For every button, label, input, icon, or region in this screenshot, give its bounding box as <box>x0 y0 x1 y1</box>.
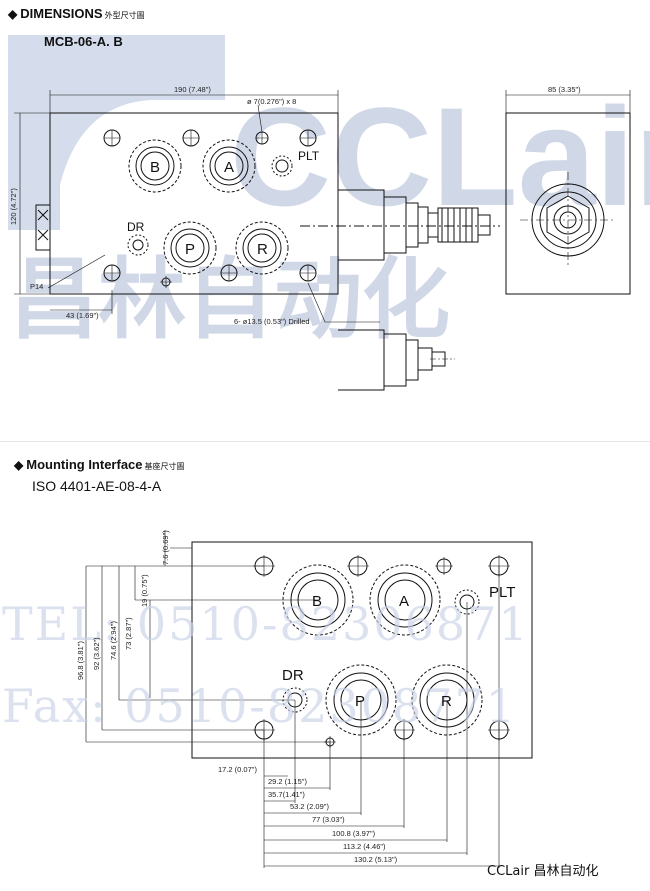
top-port-label-plt: PLT <box>298 149 320 163</box>
hdim-35-7: 35.7(1.41") <box>268 790 305 799</box>
solenoid-detail-drawing <box>338 329 455 391</box>
dim-height: 120 (4.72") <box>9 188 18 225</box>
hdim-130-2: 130.2 (5.13") <box>354 855 398 864</box>
vertical-dimension-lines <box>85 530 330 743</box>
footer-brand: CCLair 昌林自动化 <box>487 864 599 879</box>
dim-offset: 43 (1.69") <box>66 311 99 320</box>
mount-port-label-plt: PLT <box>489 584 515 601</box>
dim-pin-hole: ø 7(0.276") x 8 <box>247 97 296 106</box>
main-block-drawing <box>14 90 500 323</box>
mount-port-label-r: R <box>441 693 452 710</box>
hdim-29-2: 29.2 (1.15") <box>268 777 307 786</box>
watermark-logo: CCLair 昌林自动化 <box>8 35 650 349</box>
top-port-label-a: A <box>224 159 234 176</box>
watermark-logo-cn: 昌林自动化 <box>10 250 450 349</box>
vdim-19: 19 (0.75") <box>140 574 149 607</box>
vdim-92: 92 (3.62") <box>92 637 101 670</box>
top-port-label-dr: DR <box>127 220 145 234</box>
mount-port-label-a: A <box>399 593 409 610</box>
hdim-77: 77 (3.03") <box>312 815 345 824</box>
dim-side-width: 85 (3.35") <box>548 85 581 94</box>
dim-thread: P14 <box>30 282 43 291</box>
mount-port-label-b: B <box>312 593 322 610</box>
watermark-fax: Fax: 0510-82308771 <box>2 679 517 733</box>
top-port-label-r: R <box>257 241 268 258</box>
mount-port-label-p: P <box>355 693 365 710</box>
watermark-logo-text: CCLair <box>230 78 650 235</box>
hdim-100-8: 100.8 (3.97") <box>332 829 376 838</box>
watermark-tel: TEL: 0510-82306871 <box>2 597 530 651</box>
vdim-74-6: 74.6 (2.94") <box>109 621 118 660</box>
dim-width: 190 (7.48") <box>174 85 211 94</box>
dim-drilled: 6- ø13.5 (0.53") Drilled <box>234 317 310 326</box>
side-view-drawing <box>505 90 631 295</box>
model-number: MCB-06-A. B <box>44 34 123 49</box>
top-port-label-p: P <box>185 241 195 258</box>
hdim-17-2: 17.2 (0.07") <box>218 765 257 774</box>
mounting-title: Mounting Interface <box>26 457 143 472</box>
vdim-7-6: 7.6 (0.69") <box>161 530 170 565</box>
top-port-label-b: B <box>150 159 160 176</box>
vdim-73: 73 (2.87") <box>124 617 133 650</box>
mounting-title-cn: 基座尺寸圖 <box>144 462 185 471</box>
horizontal-dimension-lines <box>263 566 500 868</box>
section-divider <box>0 441 650 442</box>
diamond-bullet-icon: ◆ <box>8 7 18 21</box>
vdim-96-8: 96.8 (3.81") <box>76 641 85 680</box>
dimensions-title: DIMENSIONS <box>20 6 103 21</box>
dimensions-title-cn: 外型尺寸圖 <box>104 11 145 20</box>
iso-standard: ISO 4401-AE-08-4-A <box>32 478 162 494</box>
mount-port-label-dr: DR <box>282 667 304 684</box>
hdim-113-2: 113.2 (4.46") <box>343 842 386 851</box>
hdim-53-2: 53.2 (2.09") <box>290 802 329 811</box>
diamond-bullet-icon: ◆ <box>14 458 24 472</box>
